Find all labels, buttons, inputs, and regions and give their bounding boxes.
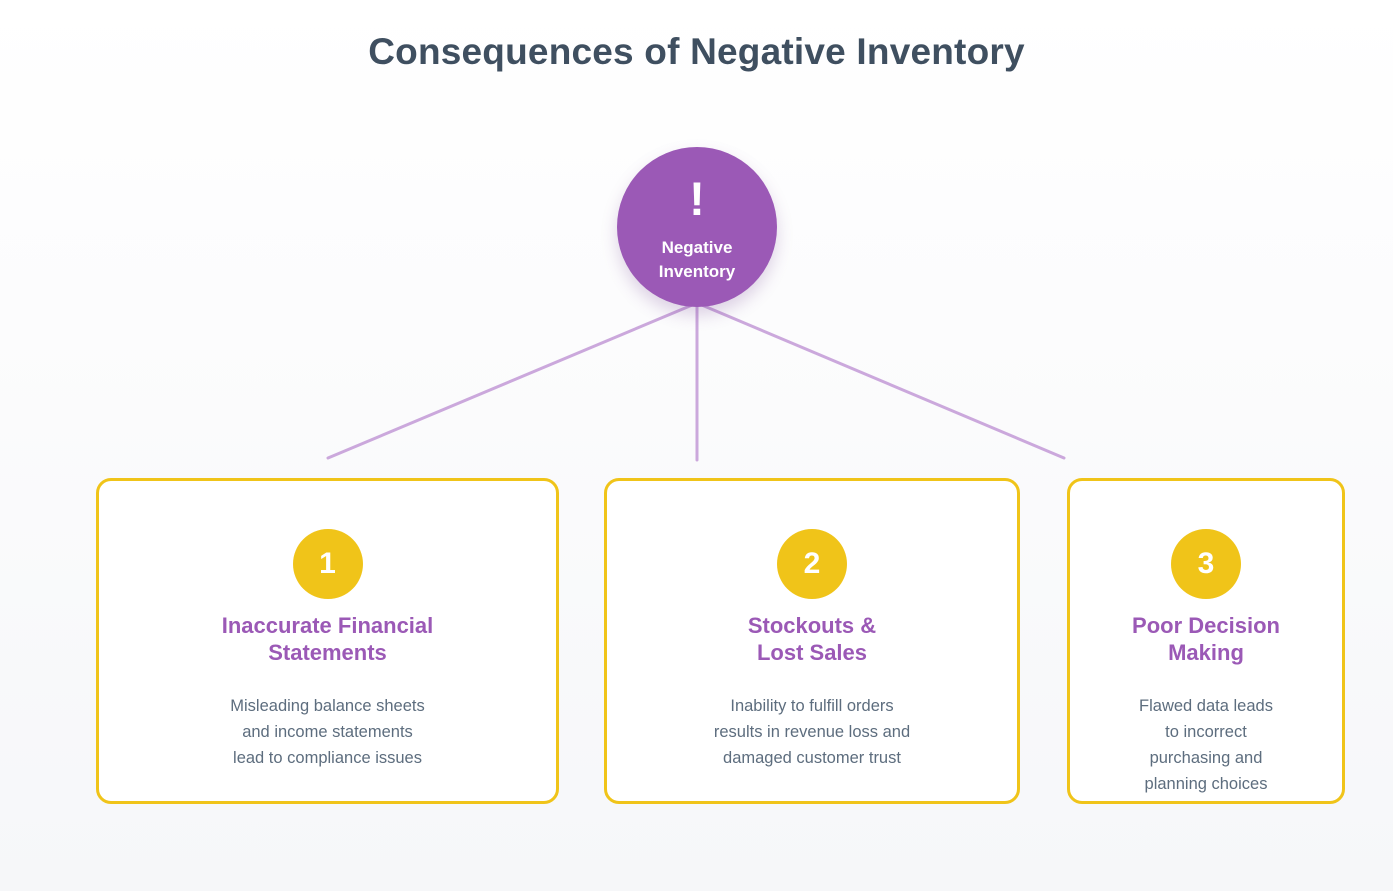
connector-line-right [695, 301, 1066, 460]
card-stockouts-lost-sales: 2 Stockouts & Lost Sales Inability to fu… [604, 478, 1020, 804]
step-1-badge: 1 [292, 529, 363, 599]
card-inaccurate-financial-statements: 1 Inaccurate Financial Statements Mislea… [96, 478, 559, 804]
card-3-heading: Poor Decision Making [1132, 613, 1280, 665]
page-title: Consequences of Negative Inventory [368, 31, 1025, 72]
card-1-heading: Inaccurate Financial Statements [221, 613, 434, 665]
exclamation-icon: ! [689, 171, 705, 225]
step-2-badge: 2 [777, 529, 847, 599]
connector-line-left [326, 301, 699, 460]
card-poor-decision-making: 3 Poor Decision Making Flawed data leads… [1067, 478, 1345, 804]
step-3-badge: 3 [1171, 529, 1241, 599]
card-3-body: Flawed data leads to incorrect purchasin… [1139, 697, 1273, 793]
card-2-body: Inability to fulfill orders results in r… [713, 697, 911, 767]
card-1-body: Misleading balance sheets and income sta… [230, 697, 425, 767]
root-node-negative-inventory: ! Negative Inventory [617, 147, 777, 307]
card-2-heading: Stockouts & Lost Sales [747, 613, 877, 665]
root-node-label: Negative Inventory [658, 237, 736, 281]
